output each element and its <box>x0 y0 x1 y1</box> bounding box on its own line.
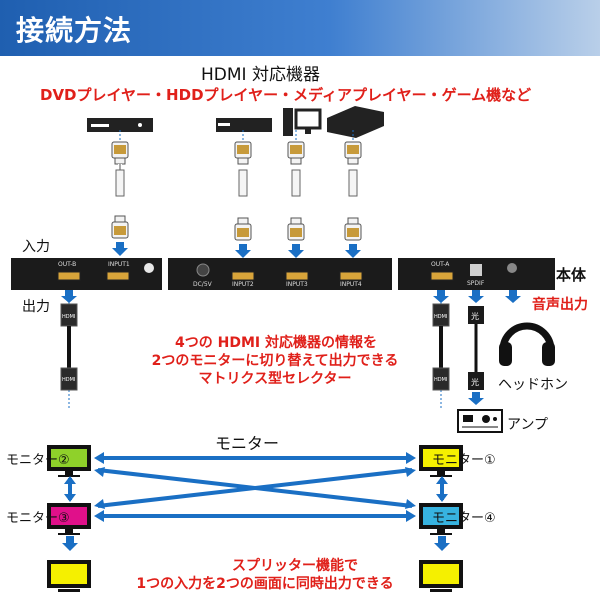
sources-caption: DVDプレイヤー・HDDプレイヤー・メディアプレイヤー・ゲーム機など <box>40 86 532 104</box>
port-label-input2: INPUT2 <box>232 281 254 288</box>
headphone-label: ヘッドホン <box>498 377 568 393</box>
monitor-1-label: モニター① <box>432 453 496 468</box>
output-label: 出力 <box>22 299 50 315</box>
monitor-4-icon <box>419 503 463 535</box>
headphone-icon <box>499 322 555 366</box>
header-banner: 接続方法 <box>0 0 600 56</box>
monitor-3-label: モニター③ <box>6 511 70 526</box>
unit-panel-right <box>398 258 555 290</box>
amp-label: アンプ <box>507 417 549 433</box>
unit-panel-left <box>11 258 162 290</box>
unit-name: 本体 <box>556 266 587 284</box>
hdmi-cable-out-a: HDMI HDMI <box>432 298 450 410</box>
description-line-2: 2つのモニターに切り替えて出力できる <box>151 353 399 369</box>
monitor-split-left-icon <box>47 560 91 592</box>
page-title: 接続方法 <box>16 14 133 47</box>
monitor-1-icon <box>419 445 463 477</box>
unit-panel-middle <box>168 258 392 290</box>
port-label-input3: INPUT3 <box>286 281 308 288</box>
audio-out-label: 音声出力 <box>532 297 588 313</box>
sources-heading: HDMI 対応機器 <box>201 65 320 85</box>
hdmi-cable-input4 <box>344 130 362 241</box>
splitter-line-1: スプリッター機能で <box>232 558 358 574</box>
monitor-split-right-icon <box>419 560 463 592</box>
monitor-heading: モニター <box>215 434 280 453</box>
port-label-out-a: OUT-A <box>431 261 450 268</box>
game-console-icon <box>327 106 384 138</box>
svg-text:光: 光 <box>471 377 479 387</box>
port-label-input1: INPUT1 <box>108 261 130 268</box>
description-line-3: マトリクス型セレクター <box>198 371 352 387</box>
svg-text:HDMI: HDMI <box>434 377 447 383</box>
splitter-line-2: 1つの入力を2つの画面に同時出力できる <box>136 576 394 592</box>
hdmi-cable-input2 <box>234 130 252 241</box>
monitor-2-label: モニター② <box>6 453 70 468</box>
svg-text:HDMI: HDMI <box>62 314 75 320</box>
hdmi-cable-out-b: HDMI HDMI <box>60 298 78 410</box>
svg-text:HDMI: HDMI <box>62 377 75 383</box>
hdd-player-icon <box>216 118 272 132</box>
monitor-2-icon <box>47 445 91 477</box>
amplifier-icon <box>457 409 503 433</box>
monitor-4-label: モニター④ <box>432 511 496 526</box>
svg-text:HDMI: HDMI <box>434 314 447 320</box>
input-label: 入力 <box>22 239 50 255</box>
port-label-input4: INPUT4 <box>340 281 362 288</box>
matrix-arrows <box>68 456 444 518</box>
description-line-1: 4つの HDMI 対応機器の情報を <box>175 335 377 351</box>
hdmi-cable-input3 <box>287 130 305 241</box>
pc-icon <box>283 108 322 136</box>
port-label-out-b: OUT-B <box>58 261 77 268</box>
port-label-dc: DC/5V <box>193 281 212 288</box>
svg-text:光: 光 <box>471 311 479 321</box>
monitor-3-icon <box>47 503 91 535</box>
dvd-player-icon <box>87 118 153 132</box>
optical-cable: 光 光 <box>468 290 484 405</box>
hdmi-cable-input1 <box>111 130 129 239</box>
port-label-spdif: SPDIF <box>467 280 485 287</box>
